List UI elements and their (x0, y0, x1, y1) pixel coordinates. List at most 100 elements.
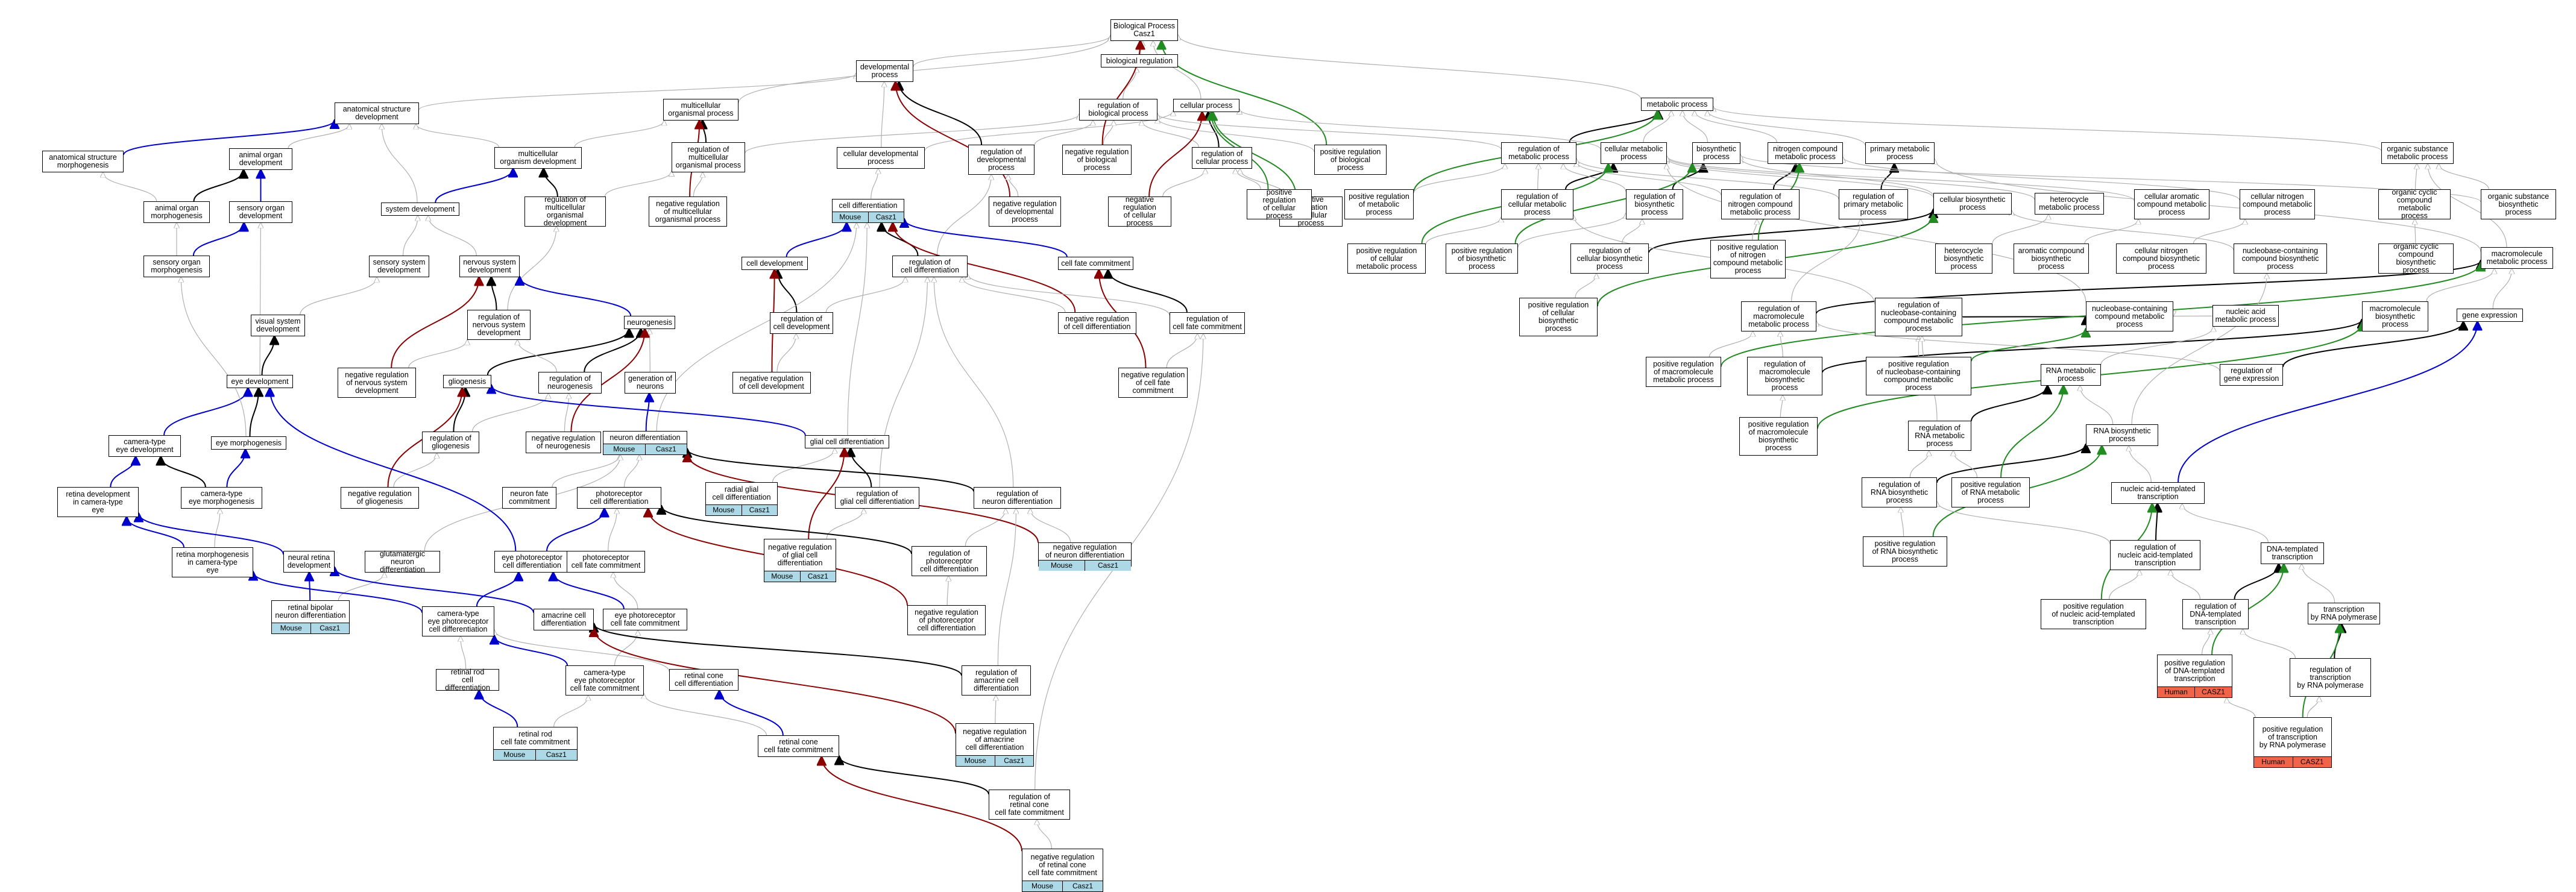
go-term-node[interactable]: regulation of metabolic process (1501, 142, 1576, 164)
go-term-node[interactable]: camera-type eye photoreceptor cell fate … (565, 665, 644, 696)
go-term-node[interactable]: positive regulation of nucleobase-contai… (1866, 357, 1971, 395)
go-term-node[interactable]: regulation of retinal cone cell fate com… (989, 790, 1070, 820)
go-term-node[interactable]: retina development in camera-type eye (57, 487, 139, 517)
go-term-node[interactable]: camera-type eye morphogenesis (181, 487, 262, 509)
go-term-node[interactable]: DNA-templated transcription (2261, 542, 2324, 564)
go-term-node[interactable]: cellular developmental process (837, 147, 925, 169)
go-term-node[interactable]: organic substance biosynthetic process (2481, 189, 2556, 219)
go-term-node[interactable]: positive regulation of transcription by … (2253, 717, 2332, 768)
go-term-node[interactable]: multicellular organismal process (663, 99, 738, 121)
go-term-node[interactable]: eye morphogenesis (211, 436, 286, 450)
go-term-node[interactable]: primary metabolic process (1865, 142, 1935, 164)
go-term-node[interactable]: regulation of amacrine cell differentiat… (962, 665, 1031, 696)
go-term-node[interactable]: positive regulation of metabolic process (1344, 189, 1414, 219)
go-term-node[interactable]: organic cyclic compound biosynthetic pro… (2378, 243, 2454, 274)
go-term-node[interactable]: macromolecule biosynthetic process (2362, 301, 2428, 331)
go-term-node[interactable]: aromatic compound biosynthetic process (2014, 243, 2089, 274)
go-term-node[interactable]: glutamatergic neuron differentiation (365, 550, 440, 573)
go-term-node[interactable]: positive regulation of nitrogen compound… (1710, 240, 1786, 278)
go-term-node[interactable]: negative regulation of developmental pro… (989, 196, 1061, 227)
go-term-node[interactable]: regulation of cell differentiation (892, 256, 968, 277)
go-term-node[interactable]: organic substance metabolic process (2381, 142, 2454, 164)
go-term-node[interactable]: positive regulation of biosynthetic proc… (1446, 243, 1518, 274)
go-term-node[interactable]: glial cell differentiation (805, 435, 889, 448)
go-term-node[interactable]: transcription by RNA polymerase (2308, 603, 2380, 624)
go-term-node[interactable]: anatomical structure development (335, 102, 419, 124)
go-term-node[interactable]: sensory organ development (229, 201, 292, 223)
go-term-node[interactable]: positive regulation of cellular process (1247, 189, 1312, 220)
go-term-node[interactable]: amacrine cell differentiation (534, 609, 594, 630)
go-term-node[interactable]: regulation of nitrogen compound metaboli… (1721, 189, 1800, 219)
go-term-node[interactable]: cellular process (1173, 99, 1239, 112)
go-term-node[interactable]: positive regulation of cellular biosynth… (1519, 298, 1598, 336)
go-term-node[interactable]: regulation of nucleobase-containing comp… (1875, 298, 1962, 336)
go-term-node[interactable]: negative regulation of amacrine cell dif… (956, 723, 1034, 767)
go-term-node[interactable]: negative regulation of photoreceptor cel… (907, 605, 986, 635)
go-term-node[interactable]: regulation of macromolecule metabolic pr… (1741, 301, 1816, 331)
go-term-node[interactable]: biological regulation (1101, 54, 1178, 68)
go-term-node[interactable]: retinal rod cell differentiation (436, 668, 499, 691)
go-term-node[interactable]: regulation of biosynthetic process (1626, 189, 1683, 219)
go-term-node[interactable]: cellular biosynthetic process (1933, 193, 2012, 215)
go-term-node[interactable]: regulation of RNA biosynthetic process (1862, 477, 1937, 507)
go-term-node[interactable]: multicellular organism development (494, 147, 582, 169)
go-term-node[interactable]: retinal cone cell differentiation (669, 669, 738, 691)
go-term-node[interactable]: negative regulation of cellular process (1108, 196, 1171, 227)
go-term-node[interactable]: regulation of photoreceptor cell differe… (912, 546, 987, 576)
go-term-node[interactable]: photoreceptor cell differentiation (577, 487, 661, 509)
go-term-node[interactable]: generation of neurons (625, 372, 676, 394)
go-term-node[interactable]: regulation of RNA metabolic process (1908, 421, 1971, 451)
go-term-node[interactable]: animal organ morphogenesis (143, 201, 210, 223)
go-term-node[interactable]: RNA biosynthetic process (2086, 424, 2158, 446)
go-term-node[interactable]: cellular metabolic process (1601, 142, 1667, 164)
go-term-node[interactable]: sensory system development (369, 256, 429, 277)
go-term-node[interactable]: negative regulation of glial cell differ… (764, 539, 836, 582)
go-term-node[interactable]: regulation of gene expression (2220, 364, 2283, 386)
go-term-node[interactable]: regulation of multicellular organismal d… (524, 196, 606, 227)
go-term-node[interactable]: system development (381, 203, 459, 216)
go-term-node[interactable]: positive regulation of RNA biosynthetic … (1863, 536, 1947, 567)
go-term-node[interactable]: nucleic acid metabolic process (2212, 305, 2279, 327)
go-term-node[interactable]: positive regulation of biological proces… (1314, 145, 1387, 175)
go-term-node[interactable]: regulation of transcription by RNA polym… (2290, 658, 2371, 697)
go-term-node[interactable]: negative regulation of cell differentiat… (1058, 312, 1136, 334)
go-term-node[interactable]: regulation of multicellular organismal p… (672, 142, 745, 172)
go-term-node[interactable]: regulation of cell fate commitment (1170, 312, 1245, 334)
go-term-node[interactable]: eye development (227, 375, 293, 388)
go-term-node[interactable]: cellular aromatic compound metabolic pro… (2134, 189, 2209, 219)
go-term-node[interactable]: eye photoreceptor cell differentiation (494, 551, 570, 573)
go-term-node[interactable]: nucleobase-containing compound biosynthe… (2234, 243, 2327, 274)
go-term-node[interactable]: negative regulation of cell development (732, 372, 811, 394)
go-term-node[interactable]: positive regulation of nucleic acid-temp… (2041, 599, 2146, 629)
go-term-node[interactable]: regulation of neuron differentiation (974, 487, 1061, 509)
go-term-node[interactable]: regulation of DNA-templated transcriptio… (2182, 599, 2249, 629)
go-term-node[interactable]: cellular nitrogen compound biosynthetic … (2116, 243, 2206, 274)
go-term-node[interactable]: organic cyclic compound metabolic proces… (2378, 189, 2451, 220)
go-term-node[interactable]: positive regulation of cellular metaboli… (1347, 243, 1426, 274)
go-term-node[interactable]: regulation of developmental process (968, 145, 1034, 175)
go-term-node[interactable]: positive regulation of RNA metabolic pro… (1951, 477, 2030, 507)
go-term-node[interactable]: negative regulation of neurogenesis (526, 432, 601, 453)
go-term-node[interactable]: negative regulation of nervous system de… (338, 368, 416, 398)
go-term-node[interactable]: camera-type eye photoreceptor cell diffe… (422, 606, 494, 636)
go-term-node[interactable]: neural retina development (283, 551, 335, 573)
go-term-node[interactable]: regulation of biological process (1079, 99, 1157, 121)
go-term-node[interactable]: photoreceptor cell fate commitment (567, 551, 645, 573)
go-term-node[interactable]: regulation of nucleic acid-templated tra… (2110, 540, 2200, 570)
go-term-node[interactable]: negative regulation of neuron differenti… (1038, 542, 1132, 571)
go-term-node[interactable]: regulation of cell development (770, 312, 833, 334)
go-term-node[interactable]: regulation of neurogenesis (538, 372, 602, 394)
go-term-node[interactable]: positive regulation of macromolecule met… (1646, 357, 1721, 387)
go-term-node[interactable]: visual system development (251, 315, 305, 336)
go-term-node[interactable]: anatomical structure morphogenesis (42, 151, 124, 172)
go-term-node[interactable]: animal organ development (229, 148, 292, 170)
go-term-node[interactable]: cellular nitrogen compound metabolic pro… (2240, 189, 2315, 219)
go-term-node[interactable]: gene expression (2457, 309, 2523, 322)
go-term-node[interactable]: RNA metabolic process (2041, 364, 2101, 386)
go-term-node[interactable]: macromolecule metabolic process (2481, 247, 2553, 269)
go-term-node[interactable]: retina morphogenesis in camera-type eye (172, 547, 253, 577)
go-term-node[interactable]: regulation of glial cell differentiation (835, 487, 919, 509)
